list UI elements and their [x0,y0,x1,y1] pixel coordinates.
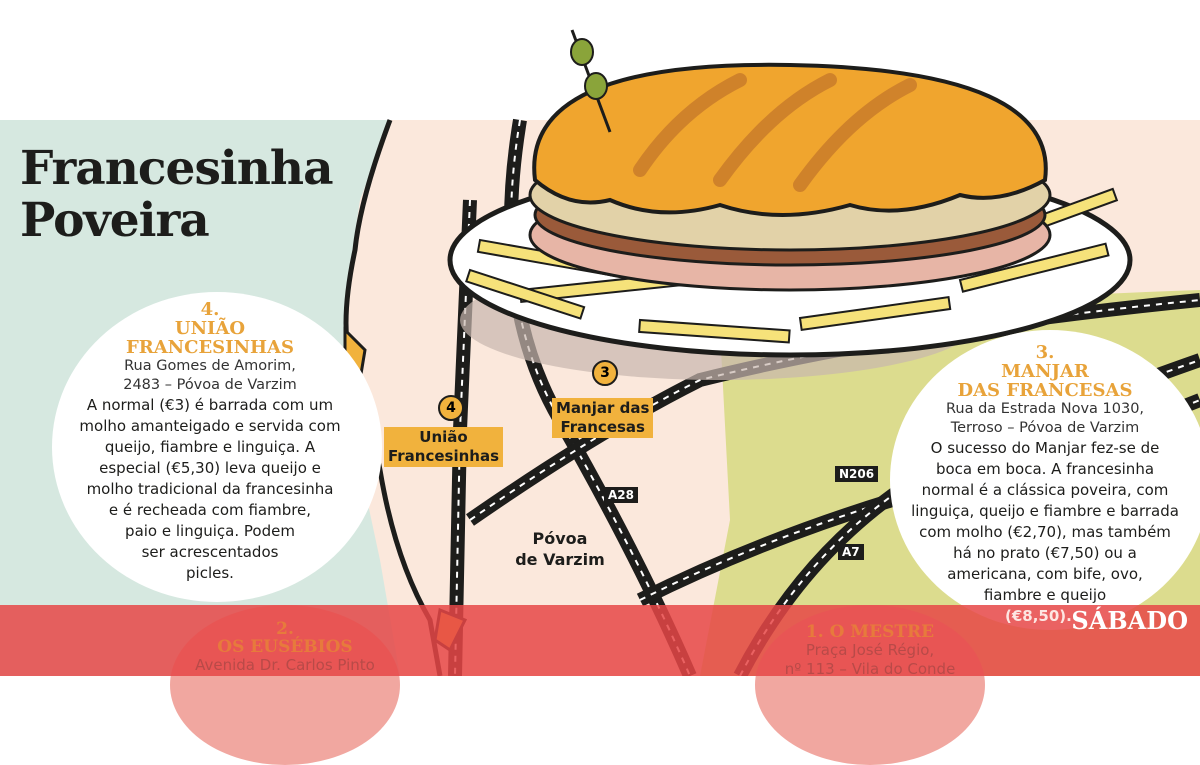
restaurant-number: 1. [805,622,824,642]
restaurant-name: MANJAR [1001,361,1089,382]
page-title: Francesinha Poveira [20,141,334,248]
restaurant-address: Rua Gomes de Amorim, [124,358,296,374]
bottom-band [0,605,1200,676]
restaurant-address: 2483 – Póvoa de Varzim [123,377,297,393]
restaurant-number: 4. [200,299,220,320]
restaurant-number: 3. [1035,342,1055,363]
brand-logo: SÁBADO [1071,606,1188,635]
restaurant-address: nº 113 – Vila do Conde [784,660,956,678]
restaurant-card-mestre: 1. O MESTRE Praça José Régio, nº 113 – V… [755,623,985,679]
road-a7: A7 [838,544,864,560]
desc-line: linguiça, queijo e fiambre e barrada [911,502,1179,520]
map-label-manjar[interactable]: Manjar das Francesas [552,398,654,438]
restaurant-4-circle [52,292,382,602]
restaurant-name: DAS FRANCESAS [957,380,1133,401]
label-line: Manjar das [556,399,650,417]
restaurant-card-uniao: 4. UNIÃO FRANCESINHAS Rua Gomes de Amori… [60,300,360,584]
desc-line: boca em boca. A francesinha [935,460,1155,478]
restaurant-name: O MESTRE [829,622,935,642]
restaurant-description: A normal (€3) é barrada com um molho ama… [60,395,360,584]
restaurant-card-manjar: 3. MANJAR DAS FRANCESAS Rua da Estrada N… [895,343,1195,627]
restaurant-address: Avenida Dr. Carlos Pinto [195,656,375,674]
desc-line: com molho (€2,70), mas também [919,523,1171,541]
desc-line: queijo, fiambre e linguiça. A [104,438,316,456]
restaurant-description: O sucesso do Manjar fez-se de boca em bo… [895,438,1195,627]
desc-line: ser acrescentados [141,543,279,561]
restaurant-address: Rua da Estrada Nova 1030, [945,401,1145,417]
restaurant-card-eusebios: 2. OS EUSÉBIOS Avenida Dr. Carlos Pinto [170,620,400,675]
label-line: Francesinhas [388,447,500,465]
map-label-uniao[interactable]: União Francesinhas [384,427,504,467]
desc-line: O sucesso do Manjar fez-se de [930,439,1160,457]
restaurant-name: UNIÃO [174,318,246,339]
desc-line: picles. [186,564,234,582]
title-line-2: Poveira [20,193,210,248]
restaurant-address: Terroso – Póvoa de Varzim [950,420,1140,436]
title-line-1: Francesinha [20,141,334,196]
label-line: União [419,428,468,446]
desc-line: normal é a clássica poveira, com [921,481,1169,499]
restaurant-name: OS EUSÉBIOS [217,637,353,657]
town-povoa-de-varzim: Póvoa de Varzim [505,528,615,570]
map-pin-3[interactable]: 3 [592,360,618,386]
desc-line: molho amanteigado e servida com [79,417,341,435]
desc-line: americana, com bife, ovo, [947,565,1143,583]
road-a28: A28 [604,487,638,503]
desc-line: molho tradicional da francesinha [86,480,334,498]
road-n206: N206 [835,466,879,482]
town-line: de Varzim [515,550,605,569]
desc-line: A normal (€3) é barrada com um [86,396,334,414]
town-line: Póvoa [532,529,588,548]
desc-line: (€8,50). [1005,607,1072,625]
restaurant-address: Praça José Régio, [805,641,935,659]
desc-line: paio e linguiça. Podem [125,522,295,540]
desc-line: fiambre e queijo [983,586,1107,604]
restaurant-number: 2. [276,619,294,639]
label-line: Francesas [560,418,645,436]
desc-line: especial (€5,30) leva queijo e [99,459,321,477]
map-pin-4[interactable]: 4 [438,395,464,421]
desc-line: há no prato (€7,50) ou a [953,544,1137,562]
restaurant-name: FRANCESINHAS [125,337,295,358]
desc-line: e é recheada com fiambre, [108,501,312,519]
restaurant-3-circle [890,330,1200,630]
